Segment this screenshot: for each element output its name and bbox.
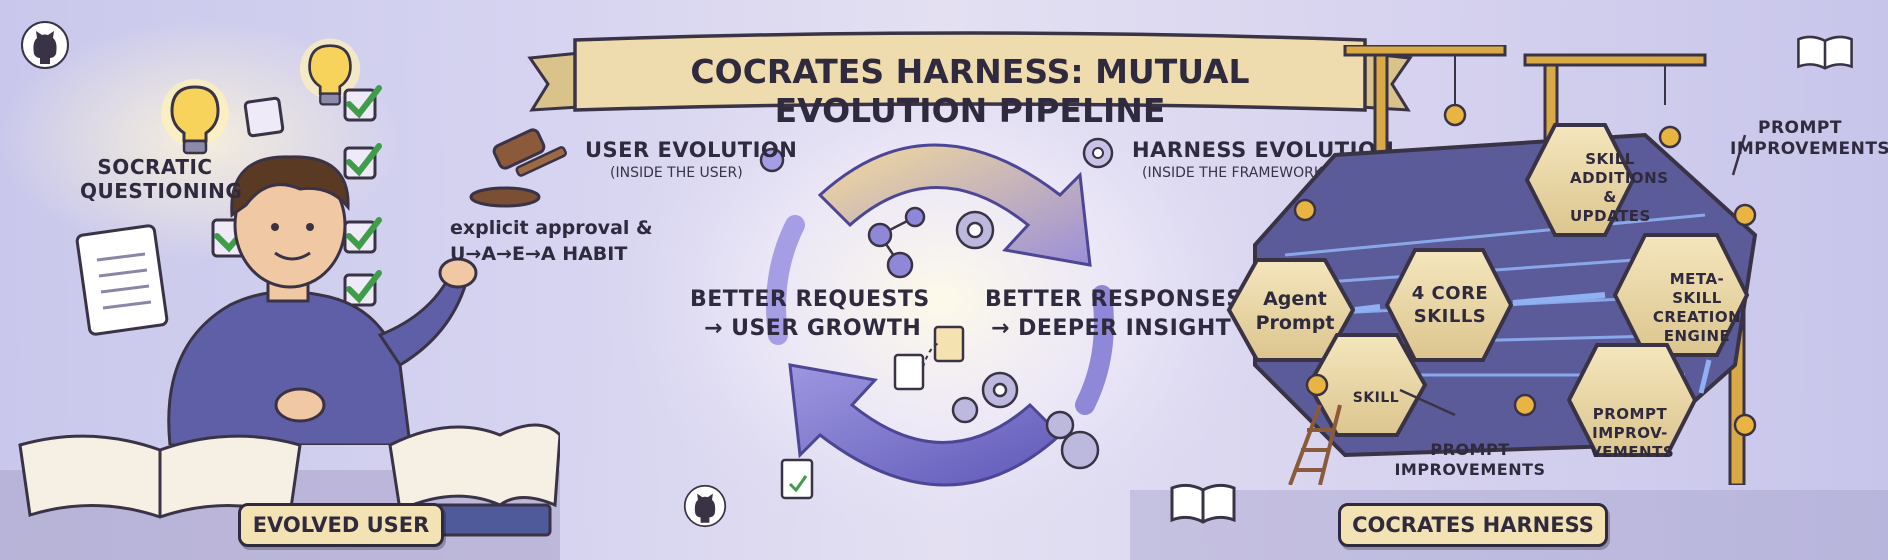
habit-line-1: explicit approval &: [450, 217, 653, 239]
socratic-line-2: QUESTIONING: [80, 179, 243, 203]
better-responses-label: BETTER RESPONSES → DEEPER INSIGHT: [985, 285, 1243, 343]
gavel-icon: [469, 128, 567, 208]
better-responses-line-2: → DEEPER INSIGHT: [991, 316, 1232, 341]
prompt-improvements-bottom-line-1: PROMPT: [1430, 440, 1510, 459]
skill-additions-line-1: SKILL: [1585, 150, 1635, 168]
open-books: [18, 423, 560, 537]
book-icon: [1797, 35, 1853, 70]
github-icon: [683, 484, 727, 528]
core-skills-line-2: SKILLS: [1413, 306, 1487, 327]
cocrates-harness-label: COCRATES HARNESS: [1338, 503, 1608, 547]
github-icon: [21, 21, 69, 69]
socratic-line-1: SOCRATIC: [97, 155, 213, 179]
document-icon: [780, 458, 814, 500]
harness-evolution-subheading: (INSIDE THE FRAMEWORK): [1142, 165, 1329, 181]
prompt-improvements-bottom-label: PROMPT IMPROVEMENTS: [1385, 440, 1555, 480]
prompt-improvements-top-label: PROMPT IMPROVEMENTS: [1730, 118, 1888, 160]
prompt-improvements-top-line-1: PROMPT: [1758, 118, 1842, 138]
page-title: COCRATES HARNESS: MUTUAL EVOLUTION PIPEL…: [690, 52, 1250, 130]
book-icon: [1170, 483, 1236, 524]
evolved-user-label: EVOLVED USER: [238, 503, 444, 547]
meta-skill-line-3: ENGINE: [1663, 327, 1731, 345]
evolved-user-figure: [167, 155, 478, 445]
meta-skill-line-2: CREATION: [1652, 308, 1742, 326]
better-requests-line-1: BETTER REQUESTS: [690, 287, 930, 312]
evolution-cycle: [759, 143, 1114, 487]
harness-hex-structure: [1226, 45, 1758, 485]
agent-prompt-line-1: Agent: [1263, 288, 1327, 310]
hex-meta-skill: META-SKILL CREATION ENGINE: [1647, 270, 1747, 346]
prompt-improvements-top-line-2: IMPROVEMENTS: [1730, 139, 1888, 159]
lightbulb-icon: [299, 38, 361, 106]
meta-skill-line-1: META-SKILL: [1669, 270, 1725, 307]
hex-prompt-improvements: PROMPT IMPROV- VEMENTS: [1590, 405, 1675, 462]
better-requests-line-2: → USER GROWTH: [704, 316, 922, 341]
prompt-improvements-bottom-line-2: IMPROVEMENTS: [1394, 460, 1546, 479]
hex-skill-additions: SKILL ADDITIONS & UPDATES: [1570, 150, 1669, 226]
user-evolution-subheading: (INSIDE THE USER): [610, 165, 743, 181]
socratic-questioning-label: SOCRATIC QUESTIONING: [80, 155, 243, 203]
skill-additions-line-3: & UPDATES: [1570, 188, 1651, 225]
hex-agent-prompt: Agent Prompt: [1250, 287, 1340, 335]
hex-prompt-line-3: VEMENTS: [1590, 443, 1675, 461]
habit-line-2: U→A→E→A HABIT: [450, 243, 628, 265]
approval-habit-label: explicit approval & U→A→E→A HABIT: [450, 215, 653, 267]
better-requests-label: BETTER REQUESTS → USER GROWTH: [690, 285, 930, 343]
user-evolution-heading: USER EVOLUTION: [585, 138, 798, 162]
lightbulb-icon: [161, 79, 229, 155]
hex-core-skills: 4 CORE SKILLS: [1405, 282, 1495, 328]
checkbox-icon: [211, 85, 382, 307]
better-responses-line-1: BETTER RESPONSES: [985, 287, 1243, 312]
gear-icon: [1082, 137, 1114, 169]
hex-prompt-line-2: IMPROV-: [1592, 424, 1668, 442]
hex-prompt-line-1: PROMPT: [1592, 405, 1668, 423]
agent-prompt-line-2: Prompt: [1255, 312, 1335, 334]
document-icon: [75, 224, 169, 336]
hex-skill: SKILL: [1352, 390, 1400, 406]
core-skills-line-1: 4 CORE: [1411, 283, 1489, 304]
skill-additions-line-2: ADDITIONS: [1570, 169, 1669, 187]
